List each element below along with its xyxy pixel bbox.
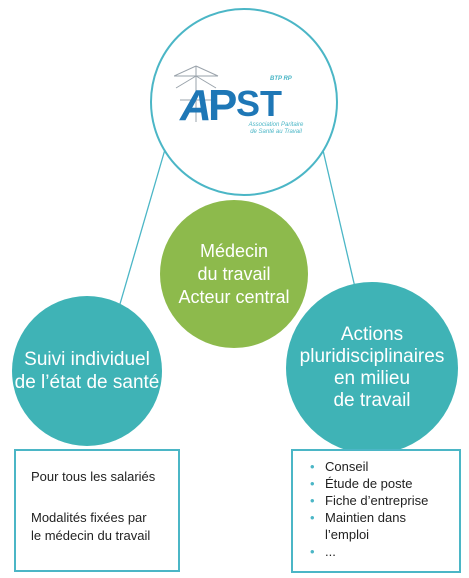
list-item-continuation: l’emploi [325, 527, 370, 542]
logo-subtitle-line1: Association Paritaire [248, 122, 304, 128]
left-box-line1: Pour tous les salariés [31, 469, 156, 484]
apst-logo-circle: A P ST BTP RP Association Paritaire de S… [150, 8, 338, 196]
connector-logo-to-right [321, 145, 358, 297]
left-box-line2b: le médecin du travail [31, 528, 151, 543]
left-node: Suivi individuel de l’état de santé [12, 296, 162, 446]
center-node: Médecin du travail Acteur central [160, 200, 308, 348]
list-item: Étude de poste [310, 475, 459, 492]
list-item: Fiche d’entreprise [310, 492, 459, 509]
right-node-line4: de travail [333, 390, 411, 411]
list-item: ... [310, 543, 459, 560]
right-box-list: Conseil Étude de poste Fiche d’entrepris… [310, 458, 459, 560]
center-node-line1: Médecin [199, 240, 269, 261]
right-node-line3: en milieu [333, 368, 411, 389]
left-node-line2: de l’état de santé [14, 372, 160, 393]
logo-letter-p: P [208, 81, 238, 130]
right-info-box: Conseil Étude de poste Fiche d’entrepris… [291, 449, 461, 573]
center-node-line3: Acteur central [178, 286, 290, 307]
left-node-line1: Suivi individuel [24, 349, 150, 370]
logo-letter-a: A [180, 81, 212, 130]
connector-logo-to-left [119, 145, 167, 305]
right-node: Actions pluridisciplinaires en milieu de… [286, 282, 458, 454]
left-info-box: Pour tous les salariés Modalités fixées … [14, 449, 180, 572]
list-item: Maintien dans [310, 509, 459, 526]
logo-tag: BTP RP [270, 76, 292, 82]
center-node-line2: du travail [197, 263, 271, 284]
left-box-line2: Modalités fixées par le médecin du trava… [31, 509, 178, 545]
apst-logo: A P ST BTP RP Association Paritaire de S… [174, 62, 314, 142]
left-box-line2a: Modalités fixées par [31, 510, 147, 525]
logo-subtitle-line2: de Santé au Travail [250, 129, 302, 135]
list-item: Conseil [310, 458, 459, 475]
right-node-line1: Actions [340, 324, 404, 345]
right-node-line2: pluridisciplinaires [299, 346, 445, 367]
logo-letters-st: ST [236, 83, 283, 124]
crane-icon [174, 65, 219, 122]
